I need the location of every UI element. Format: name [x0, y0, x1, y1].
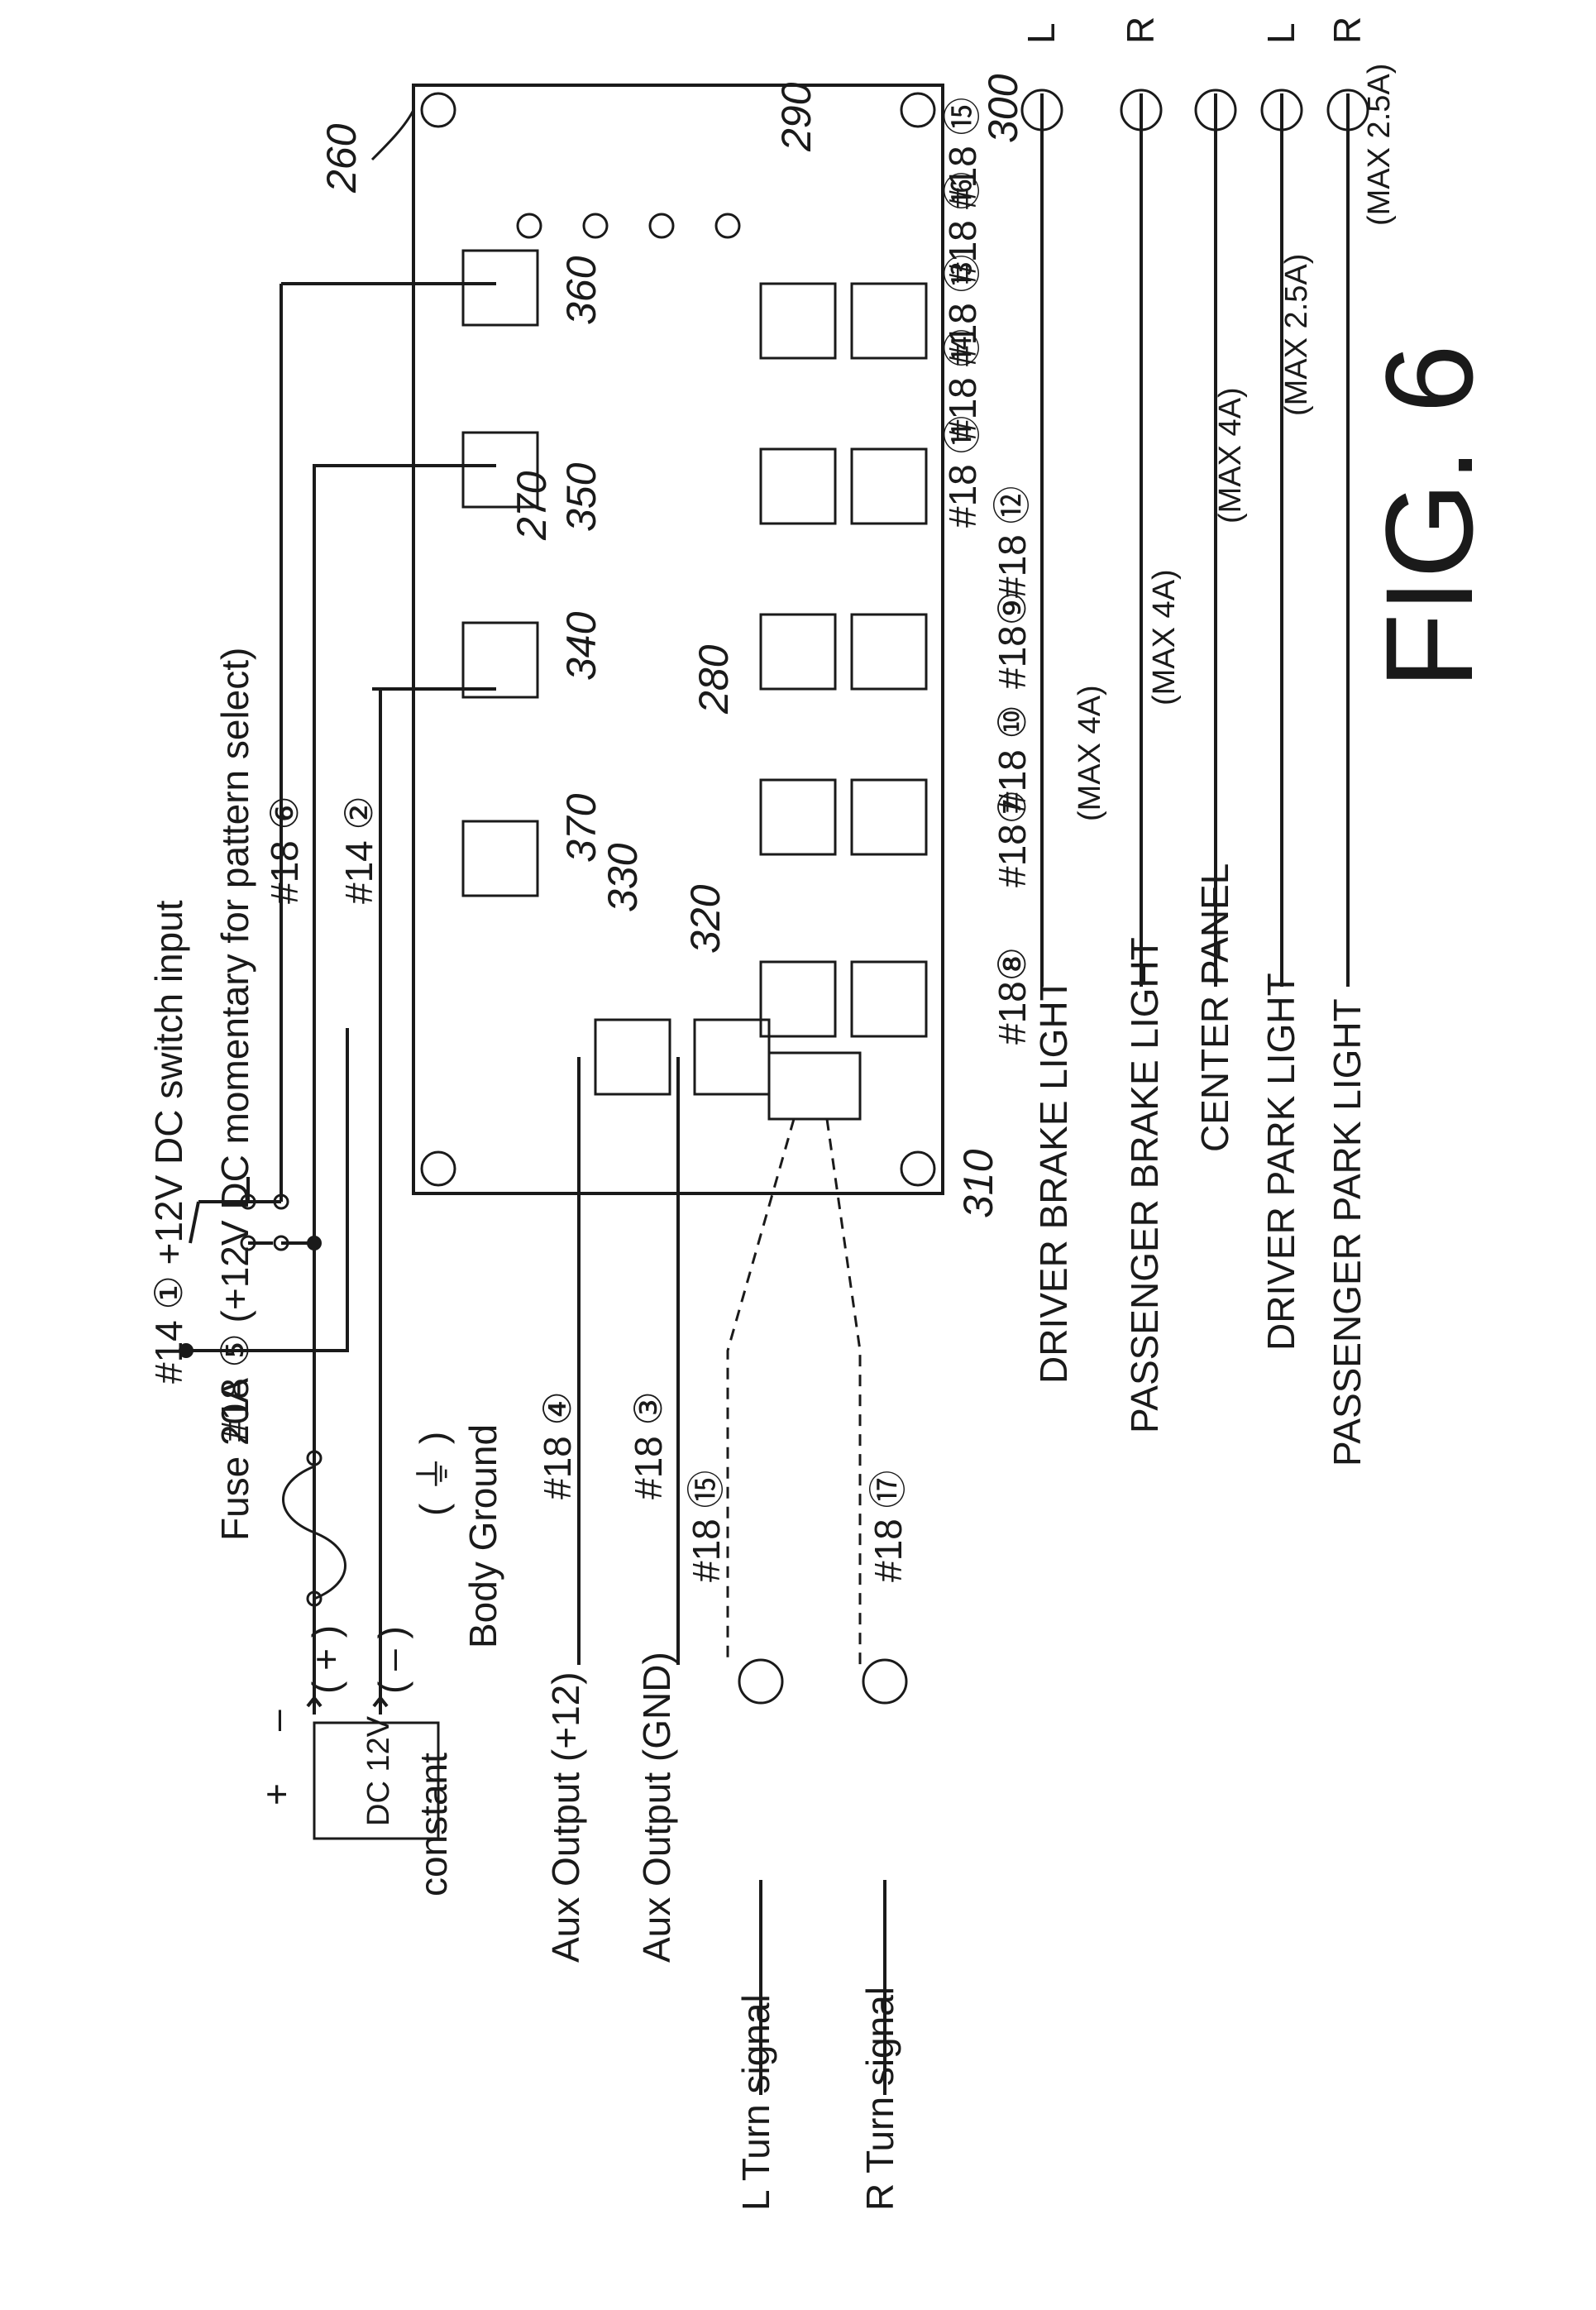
relay-wire-3: #18 ⑯ — [941, 171, 984, 284]
led-marker — [648, 213, 675, 239]
mounting-hole — [900, 1150, 936, 1187]
output-side-4: R — [1326, 17, 1369, 44]
pushbutton-switch — [189, 1177, 250, 1244]
fuse-label: Fuse 20A — [213, 1378, 256, 1541]
relay-wire-4: #18 ⑮ — [941, 97, 984, 209]
aux-outgnd-label: Aux Output (GND) — [635, 1652, 678, 1963]
limit-d: (MAX 2.5A) — [1279, 254, 1314, 416]
output-wires — [1040, 93, 1350, 987]
led-marker — [582, 213, 609, 239]
output-name-4: PASSENGER PARK LIGHT — [1326, 998, 1369, 1466]
output-wire-4: #18 ⑫ — [991, 485, 1034, 598]
relay-wire-2: #18 ⑬ — [941, 254, 984, 366]
center-panel-lamp — [1194, 88, 1237, 132]
ref-310: 310 — [955, 1149, 1001, 1218]
limit-a: (MAX 4A) — [1073, 685, 1107, 821]
relay-360 — [461, 249, 539, 327]
relay-340 — [461, 621, 539, 699]
ref-260: 260 — [318, 123, 365, 194]
limit-c: (MAX 4A) — [1213, 387, 1248, 524]
relay-wire-0: #18 ⑪ — [941, 415, 984, 528]
led-marker — [714, 213, 741, 239]
ref-320: 320 — [682, 884, 729, 954]
ground-symbol-label: ( ⏚ ) — [412, 1432, 455, 1516]
relay-350 — [461, 431, 539, 509]
output-wire-0: #18⑧ — [991, 947, 1034, 1045]
left-turn-lamp — [738, 1658, 784, 1705]
passenger-park-lamp — [1326, 88, 1369, 132]
switch-input-wire — [186, 1028, 349, 1352]
output-wire-1: #18⑦ — [991, 790, 1034, 887]
fuse-terminal — [306, 1450, 323, 1466]
output-name-2: CENTER PANEL — [1193, 863, 1236, 1152]
left-turn-label: L Turn signal — [734, 1994, 777, 2211]
leader-260 — [370, 109, 415, 161]
switch-input-terminal — [179, 1343, 194, 1358]
driver-brake-lamp — [1020, 88, 1063, 132]
output-wire-3: #18⑨ — [991, 591, 1034, 689]
battery-minus: – — [255, 1710, 298, 1731]
battery-plus: + — [255, 1783, 298, 1805]
relay-310 — [767, 1051, 862, 1121]
fuse-symbol — [282, 1465, 346, 1600]
body-ground-label: Body Ground — [461, 1424, 504, 1648]
constant-label: constant — [412, 1753, 455, 1896]
neg-label: ( – ) — [370, 1626, 413, 1694]
aux-out12-label: Aux Output (+12) — [544, 1672, 587, 1963]
battery-arrows — [306, 1695, 389, 1708]
mounting-hole — [900, 92, 936, 128]
wire6-feed — [313, 464, 496, 1243]
output-name-3: DRIVER PARK LIGHT — [1259, 973, 1302, 1351]
aux-wire4-label: #18 ④ — [536, 1391, 579, 1499]
turn-wire17-label: #18 ⑰ — [867, 1470, 910, 1582]
output-side-1: R — [1119, 17, 1162, 44]
relay-wire-1: #18 ⑭ — [941, 328, 984, 441]
ref-290: 290 — [773, 82, 820, 152]
battery-symbol — [313, 1721, 440, 1840]
aux-wires — [577, 1057, 680, 1665]
ref-350: 350 — [558, 462, 604, 532]
wire2-label: #14 ② — [337, 796, 380, 904]
output-side-3: L — [1259, 22, 1302, 44]
output-name-1: PASSENGER BRAKE LIGHT — [1123, 937, 1166, 1433]
mounting-hole — [420, 92, 456, 128]
battery-label: DC 12V — [361, 1715, 396, 1826]
limit-b: (MAX 4A) — [1147, 569, 1182, 705]
turn-wire15-label: #18 ⑮ — [685, 1470, 728, 1582]
relay-330 — [594, 1018, 671, 1096]
ref-330: 330 — [600, 843, 646, 912]
output-side-0: L — [1020, 22, 1063, 44]
relay-370 — [461, 820, 539, 897]
pos-label: ( + ) — [304, 1625, 347, 1694]
mounting-hole — [420, 1150, 456, 1187]
driver-park-lamp — [1260, 88, 1303, 132]
output-name-0: DRIVER BRAKE LIGHT — [1032, 978, 1075, 1384]
relay-320 — [693, 1018, 771, 1096]
ref-340: 340 — [558, 611, 604, 681]
right-turn-lamp — [862, 1658, 908, 1705]
limit-e: (MAX 2.5A) — [1362, 64, 1397, 226]
wire1-label: #14 ① +12V DC switch input — [147, 900, 190, 1384]
wire5-label: #18 ⑤ (+12V DC momentary for pattern sel… — [213, 648, 256, 1442]
ref-300: 300 — [980, 74, 1026, 143]
battery-leads — [313, 1698, 382, 1715]
passenger-brake-lamp — [1120, 88, 1163, 132]
ref-370: 370 — [558, 793, 604, 863]
relay-bank-280 — [759, 282, 928, 1038]
fuse-terminal — [306, 1590, 323, 1607]
led-marker — [516, 213, 542, 239]
turn-signal-dashed-wires — [726, 1118, 862, 1665]
right-turn-label: R Turn signal — [858, 1987, 901, 2211]
figure-label: FIG. 6 — [1359, 344, 1498, 689]
ref-280: 280 — [690, 644, 737, 715]
ref-360: 360 — [558, 256, 604, 325]
aux-wire3-label: #18 ③ — [627, 1391, 670, 1499]
wire6-label: #18 ⑥ — [263, 796, 306, 904]
output-wire-2: #18 ⑩ — [991, 705, 1034, 813]
turn-signal-wires — [759, 1880, 886, 2095]
